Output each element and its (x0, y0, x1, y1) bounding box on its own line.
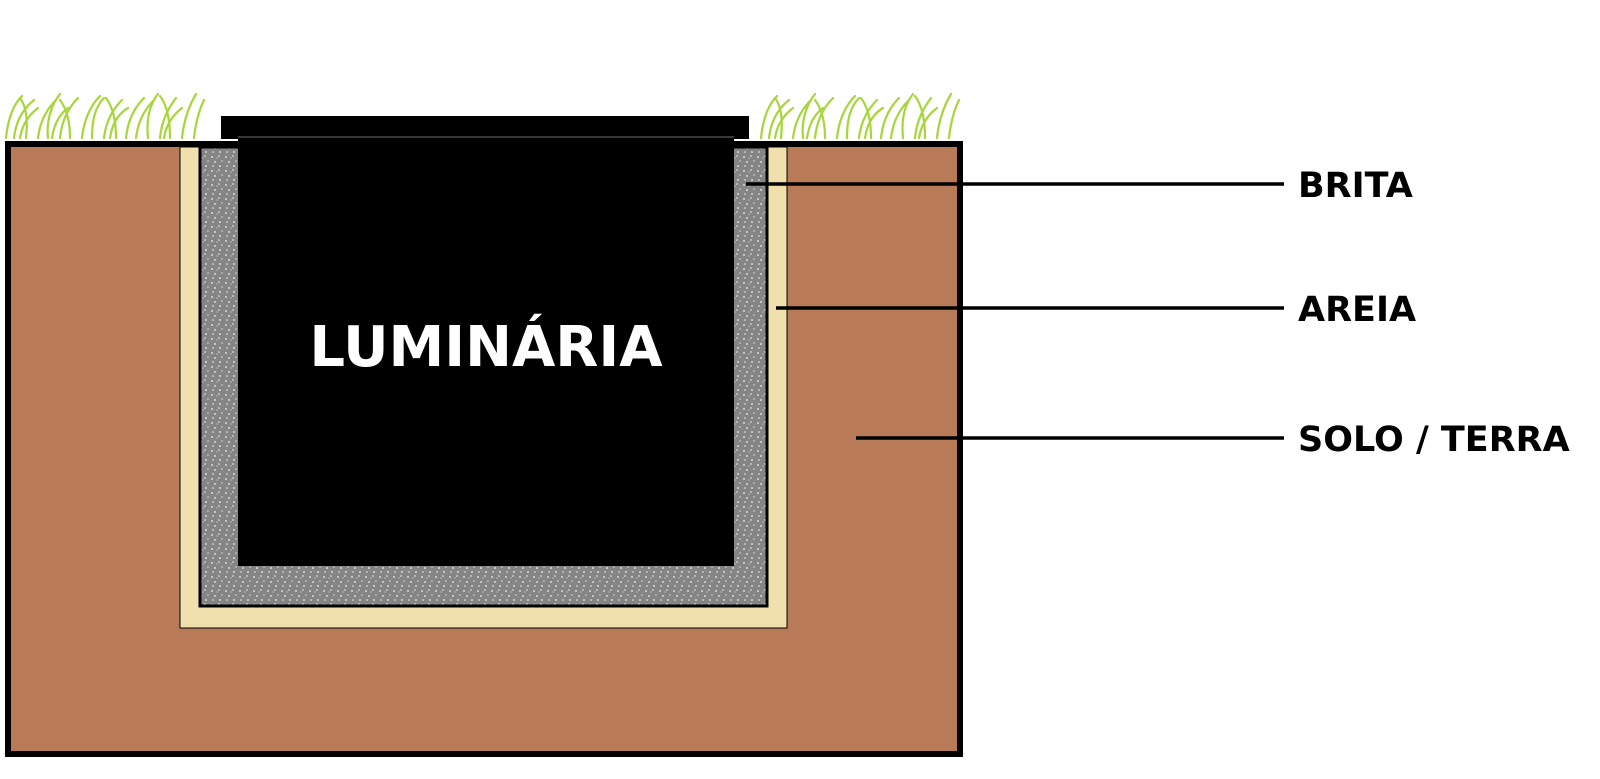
grass-blade (108, 106, 130, 140)
grass-blade (835, 94, 857, 140)
grass-blade (80, 94, 102, 140)
grass-blade (180, 92, 198, 140)
grass-blade (158, 94, 172, 140)
grass-blade (879, 96, 901, 140)
grass-blade (901, 92, 915, 140)
grass-blade (58, 98, 72, 140)
grass-blade (917, 106, 939, 140)
gravel-label: BRITA (1298, 166, 1413, 206)
grass-blade (50, 106, 70, 140)
grass-blade (192, 98, 206, 140)
grass-tuft-icon (4, 92, 206, 140)
grass-blade (845, 96, 861, 140)
grass-blade (767, 98, 791, 140)
grass-blade (124, 96, 146, 140)
grass-blade (947, 98, 961, 140)
grass-blade (773, 96, 783, 140)
grass-blade (18, 96, 28, 140)
grass-blade (12, 98, 36, 140)
grass-blade (90, 96, 106, 140)
soil-label: SOLO / TERRA (1298, 420, 1570, 460)
sand-label: AREIA (1298, 290, 1416, 330)
grass-blade (18, 106, 40, 140)
fixture-label: LUMINÁRIA (309, 315, 663, 380)
light-fixture-lid (221, 116, 749, 139)
grass-blade (104, 96, 118, 140)
grass-blade (146, 92, 160, 140)
grass-blade (773, 106, 795, 140)
grass-blade (913, 94, 927, 140)
grass-blade (801, 92, 817, 140)
grass-blade (805, 106, 825, 140)
grass-blade (935, 92, 953, 140)
grass-tuft-icon (759, 92, 961, 140)
grass-blade (162, 106, 184, 140)
grass-blade (813, 98, 827, 140)
grass-blade (857, 98, 879, 140)
grass-blade (863, 106, 885, 140)
grass-blade (859, 96, 873, 140)
light-fixture-body (238, 136, 734, 566)
grass-blade (46, 92, 62, 140)
grass-blade (102, 98, 124, 140)
